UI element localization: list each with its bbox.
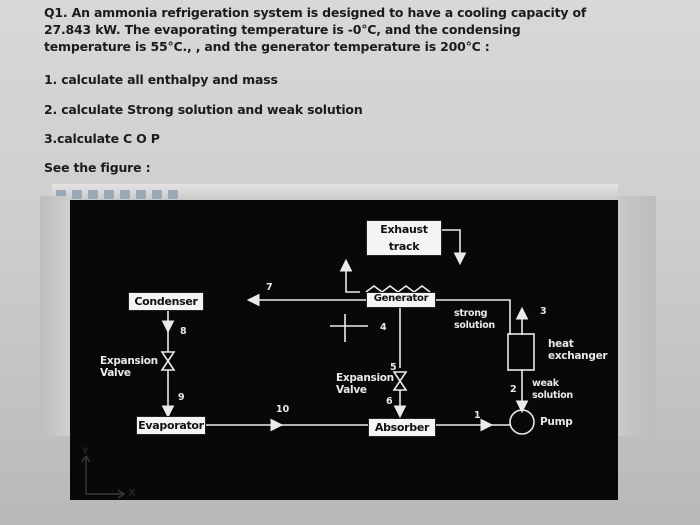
absorption-system-diagram: Exhaust track Generator Condenser Evapor… bbox=[70, 200, 618, 500]
weak-solution-label: weak solution bbox=[532, 378, 573, 401]
state-point-8: 8 bbox=[180, 326, 187, 337]
exhaust-out-arrow bbox=[339, 258, 360, 293]
see-figure-label: See the figure : bbox=[44, 160, 151, 175]
diagram-lines bbox=[160, 229, 535, 435]
task-2: 2. calculate Strong solution and weak so… bbox=[44, 102, 363, 117]
strong-solution-label: strong solution bbox=[454, 308, 495, 331]
state-point-7: 7 bbox=[266, 282, 273, 293]
state-point-6: 6 bbox=[386, 396, 393, 407]
pump-label: Pump bbox=[540, 416, 573, 428]
line-4-cross bbox=[330, 314, 368, 342]
state-point-2: 2 bbox=[510, 384, 517, 395]
toolbar-icon[interactable] bbox=[104, 190, 114, 199]
heat-exchanger-label: heat exchanger bbox=[548, 338, 608, 362]
absorber-box: Absorber bbox=[368, 418, 436, 437]
y-axis-arrowhead bbox=[81, 454, 91, 463]
editor-toolbar bbox=[52, 184, 618, 201]
toolbar-icon[interactable] bbox=[88, 190, 98, 199]
state-point-5: 5 bbox=[390, 362, 397, 373]
editor-left-panel bbox=[40, 196, 70, 436]
heat-exchanger-box bbox=[507, 333, 535, 371]
expansion-valve-2-symbol bbox=[392, 371, 408, 391]
editor-right-panel bbox=[616, 196, 656, 436]
strong-line bbox=[432, 299, 511, 335]
axes-indicator: Y X bbox=[78, 447, 138, 504]
toolbar-icon[interactable] bbox=[136, 190, 146, 199]
state-point-10: 10 bbox=[276, 404, 290, 415]
expansion-valve-1-symbol bbox=[160, 351, 176, 371]
axes-arrows bbox=[81, 454, 126, 499]
x-axis-arrowhead bbox=[117, 489, 126, 499]
state-point-4: 4 bbox=[380, 322, 387, 333]
expansion-valve-1-label: Expansion Valve bbox=[100, 355, 158, 379]
evaporator-box: Evaporator bbox=[136, 416, 206, 435]
task-1: 1. calculate all enthalpy and mass bbox=[44, 72, 278, 87]
expansion-valve-2-label: Expansion Valve bbox=[336, 372, 394, 396]
state-point-1: 1 bbox=[474, 410, 481, 421]
task-3: 3.calculate C O P bbox=[44, 131, 160, 146]
state-point-9: 9 bbox=[178, 392, 185, 403]
state-point-3: 3 bbox=[540, 306, 547, 317]
x-axis-label: X bbox=[128, 488, 136, 499]
toolbar-icon[interactable] bbox=[120, 190, 130, 199]
generator-box: Generator bbox=[366, 292, 436, 308]
toolbar-icon[interactable] bbox=[56, 190, 66, 199]
toolbar-icon[interactable] bbox=[152, 190, 162, 199]
pump-symbol bbox=[509, 409, 535, 435]
y-axis-label: Y bbox=[82, 447, 89, 457]
condenser-box: Condenser bbox=[128, 292, 204, 311]
exhaust-track-box: Exhaust track bbox=[366, 220, 442, 256]
toolbar-icon[interactable] bbox=[72, 190, 82, 199]
question-text: Q1. An ammonia refrigeration system is d… bbox=[44, 5, 587, 54]
toolbar-icon[interactable] bbox=[168, 190, 178, 199]
